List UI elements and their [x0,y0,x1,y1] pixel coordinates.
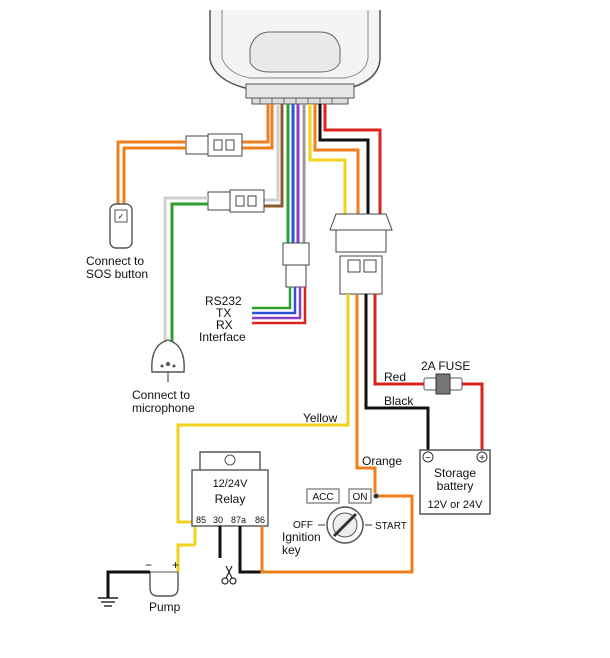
pump-minus: − [145,558,152,572]
relay-pin-87a: 87a [231,515,246,525]
pump-plus: + [172,558,179,572]
relay-pin-85: 85 [196,515,206,525]
relay-name: Relay [215,492,246,506]
on-box [348,488,372,504]
tx-label: TX [216,306,231,320]
rs232-label: RS232 [205,294,242,308]
battery-voltage: 12V or 24V [427,499,483,511]
black-wire-label: Black [384,394,414,408]
sos-button-icon[interactable]: ✓ [109,203,133,249]
ignition-label-2: key [282,543,301,557]
yellow-wire-label: Yellow [303,411,338,425]
mic-label-1: Connect to [132,388,190,402]
off-label: OFF [293,520,313,531]
orange-wire-label: Orange [362,454,402,468]
sos-connector [185,133,243,157]
svg-text:✓: ✓ [118,212,125,221]
rx-label: RX [216,318,233,332]
battery-label-1: Storage [434,466,476,480]
pump [149,571,179,597]
ignition-label-1: Ignition [282,530,321,544]
start-label: START [375,521,407,532]
relay [191,451,269,527]
acc-label: ACC [312,492,333,503]
ignition-on-terminal [373,493,379,499]
mic-connector [207,189,265,213]
ignition-key-icon[interactable] [318,506,372,544]
microphone-icon[interactable] [151,339,185,382]
fuse-label: 2A FUSE [421,359,470,373]
sos-label-1: Connect to [86,254,144,268]
pump-ground-wire [106,570,150,598]
pump-label: Pump [149,600,181,614]
sos-wires [116,140,186,205]
mic-wires [163,196,208,345]
red-wire-label: Red [384,370,406,384]
interface-label: Interface [199,330,246,344]
scissors-icon [221,565,237,585]
wire-bundle [240,104,382,245]
acc-box [306,488,340,504]
battery-plus: + [479,453,485,464]
relay-wires [176,494,414,574]
on-label: ON [353,492,368,503]
relay-voltage: 12/24V [213,478,249,490]
mic-label-2: microphone [132,401,195,415]
power-connector [329,213,393,295]
rs232-connector [282,242,310,288]
relay-pin-86: 86 [255,515,265,525]
relay-pin-30: 30 [213,515,223,525]
battery-minus: − [425,453,431,464]
sos-label-2: SOS button [86,267,148,281]
storage-battery [419,449,491,515]
rs232-wires [252,287,307,325]
battery-label-2: battery [437,479,474,493]
tracker-device [209,10,381,105]
fuse-icon [423,373,463,395]
ground-icon [98,597,118,607]
